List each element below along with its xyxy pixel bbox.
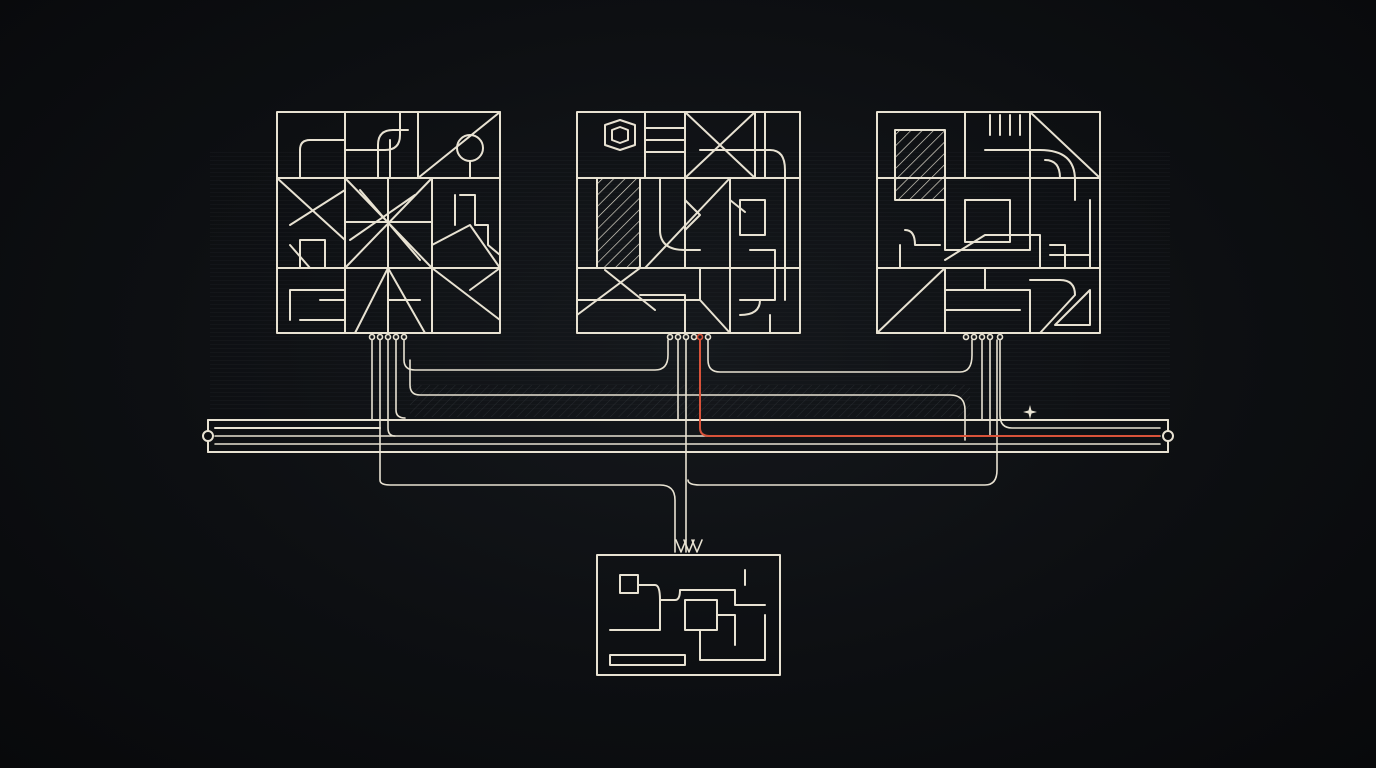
module-center bbox=[576, 111, 801, 334]
bus-terminal-left bbox=[202, 430, 214, 442]
bus-terminal-right bbox=[1162, 430, 1174, 442]
module-right bbox=[876, 111, 1101, 334]
connector-right bbox=[962, 333, 1161, 437]
red-signal-wire bbox=[699, 340, 1160, 437]
module-left bbox=[276, 111, 501, 334]
scanline-backdrop bbox=[210, 150, 1170, 410]
red-connector-pin bbox=[696, 333, 704, 341]
connector-left bbox=[368, 333, 966, 553]
hatched-band bbox=[410, 385, 970, 417]
output-block bbox=[596, 554, 781, 676]
horizontal-bus bbox=[202, 419, 1174, 453]
sparkle-icon bbox=[1023, 405, 1037, 419]
connector-center bbox=[666, 333, 998, 553]
